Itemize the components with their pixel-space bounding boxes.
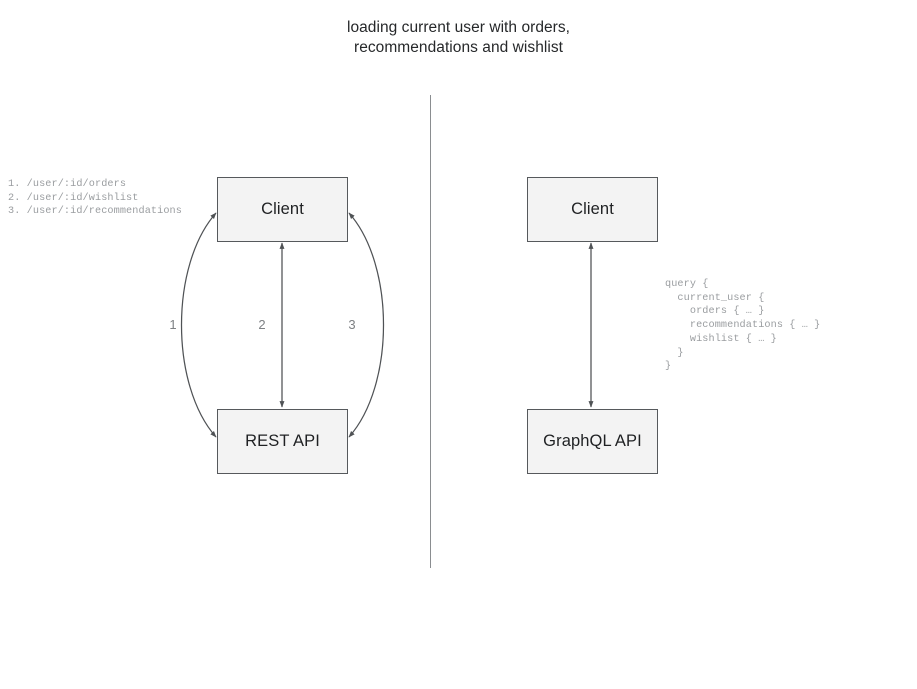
vertical-divider bbox=[430, 95, 431, 568]
rest-endpoint-list: 1. /user/:id/orders 2. /user/:id/wishlis… bbox=[8, 179, 182, 218]
node-rest-api[interactable]: REST API bbox=[217, 409, 348, 474]
node-graphql-client[interactable]: Client bbox=[527, 177, 658, 242]
rest-edge-label-1: 1 bbox=[169, 317, 177, 332]
node-graphql-api-label: GraphQL API bbox=[543, 432, 642, 450]
rest-edge-label-2: 2 bbox=[258, 317, 266, 332]
node-graphql-client-label: Client bbox=[571, 200, 614, 218]
node-rest-client[interactable]: Client bbox=[217, 177, 348, 242]
rest-edge-1-curve bbox=[180, 212, 217, 438]
node-rest-client-label: Client bbox=[261, 200, 304, 218]
rest-edge-label-3: 3 bbox=[348, 317, 356, 332]
node-graphql-api[interactable]: GraphQL API bbox=[527, 409, 658, 474]
page-title: loading current user with orders, recomm… bbox=[346, 19, 571, 56]
node-rest-api-label: REST API bbox=[245, 432, 320, 450]
graphql-query-block: query { current_user { orders { … } reco… bbox=[665, 279, 821, 373]
